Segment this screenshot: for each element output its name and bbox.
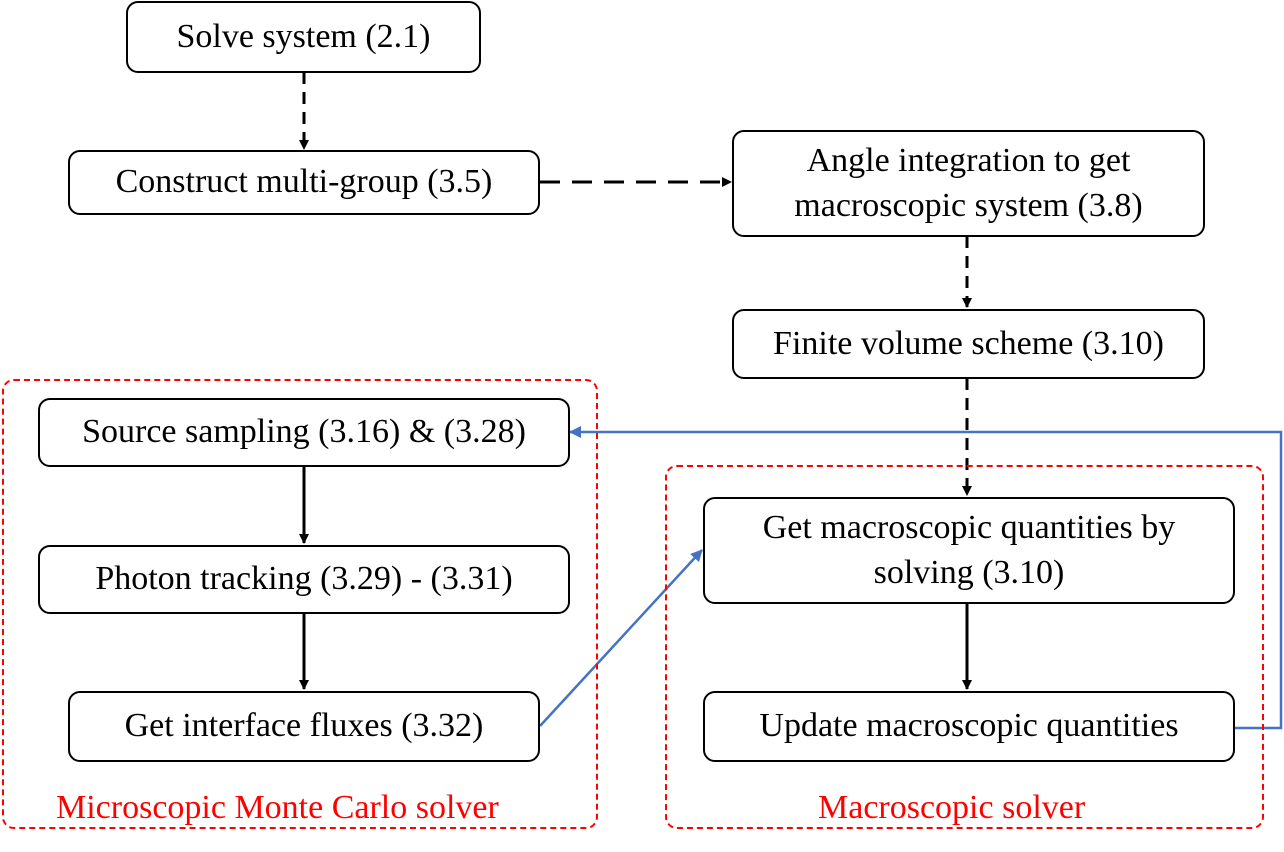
node-interface-fluxes: Get interface fluxes (3.32): [68, 691, 540, 762]
group-label-macroscopic: Macroscopic solver: [818, 789, 1086, 826]
node-photon-tracking: Photon tracking (3.29) - (3.31): [38, 545, 570, 614]
arrow-interface-to-get-macro: [539, 549, 703, 727]
node-get-macro-quantities: Get macroscopic quantities by solving (3…: [703, 497, 1235, 604]
group-microscopic-solver: [2, 379, 598, 829]
node-source-sampling: Source sampling (3.16) & (3.28): [38, 398, 570, 467]
group-macroscopic-solver: [665, 465, 1264, 829]
group-label-microscopic: Microscopic Monte Carlo solver: [56, 789, 499, 826]
node-construct-multigroup: Construct multi-group (3.5): [68, 150, 540, 215]
node-finite-volume-scheme: Finite volume scheme (3.10): [732, 309, 1205, 379]
node-angle-integration: Angle integration to get macroscopic sys…: [732, 130, 1205, 237]
node-update-macro-quantities: Update macroscopic quantities: [703, 691, 1235, 762]
node-solve-system: Solve system (2.1): [126, 1, 481, 73]
arrow-update-feedback-to-source: [569, 426, 1283, 730]
